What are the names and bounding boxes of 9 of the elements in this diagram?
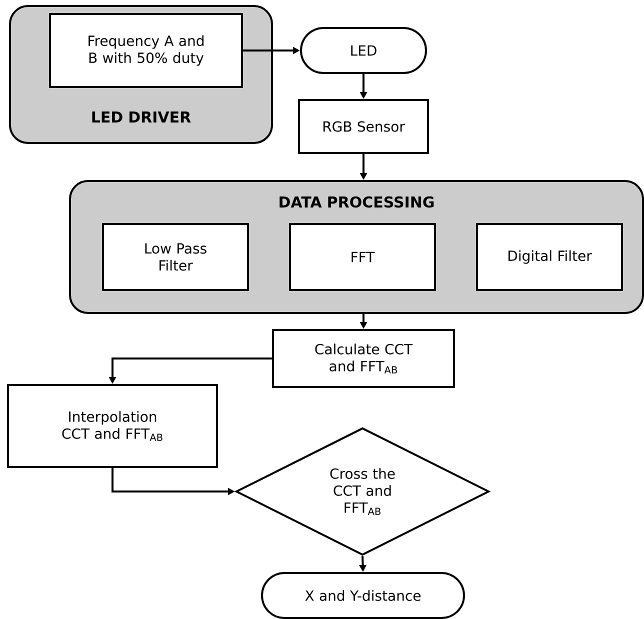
process-box: Interpolation CCT and FFT$_{AB}$ (7, 384, 218, 468)
terminal-box: LED (300, 27, 427, 74)
terminal-box: X and Y-distance (261, 572, 465, 619)
process-box: RGB Sensor (298, 99, 429, 154)
process-box: Low Pass Filter (102, 223, 249, 291)
process-box: Digital Filter (476, 223, 623, 291)
process-box: FFT (289, 223, 436, 291)
process-box: Calculate CCT and FFT$_{AB}$ (272, 329, 455, 388)
process-box: Frequency A and B with 50% duty (49, 13, 243, 88)
